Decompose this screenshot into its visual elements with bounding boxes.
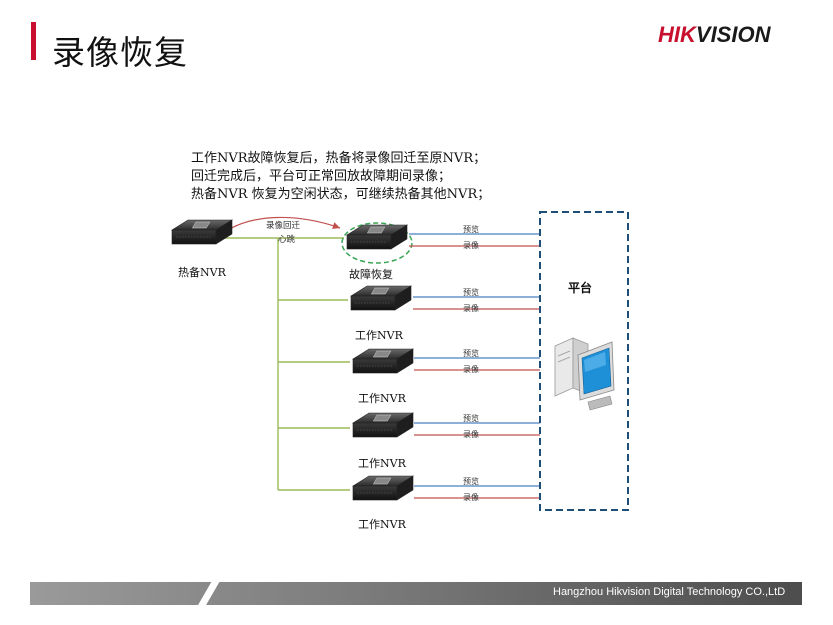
description-notes: 工作NVR故障恢复后，热备将录像回迁至原NVR； 回迁完成后，平台可正常回放故障… — [191, 150, 490, 204]
note-line: 热备NVR 恢复为空闲状态，可继续热备其他NVR； — [191, 187, 491, 202]
hot-spare-label: 热备NVR — [178, 265, 227, 279]
work-nvr-device — [352, 475, 414, 501]
record-link-label: 录像 — [463, 303, 479, 313]
logo-red-part: HIK — [658, 22, 696, 47]
nvr-4-links: 预览 录像 — [414, 413, 540, 439]
heartbeat-label: 心跳 — [278, 234, 296, 245]
nvr-label: 故障恢复 — [349, 267, 393, 281]
preview-link-label: 预览 — [463, 287, 479, 297]
nvr-5-links: 预览 录像 — [414, 476, 540, 502]
work-nvr-device — [352, 348, 414, 374]
migrate-arrow — [221, 216, 341, 235]
recovered-nvr-device — [346, 224, 408, 250]
record-link-label: 录像 — [463, 240, 479, 250]
migrate-label: 录像回迁 — [266, 220, 301, 231]
nvr-label: 工作NVR — [358, 518, 407, 531]
slide-title: 录像恢复 — [52, 33, 188, 72]
hot-spare-nvr-device — [171, 219, 233, 245]
title-accent-bar — [31, 22, 36, 60]
logo-rest-part: VISION — [695, 22, 771, 47]
platform-box — [539, 211, 629, 511]
preview-link-label: 预览 — [463, 348, 479, 358]
record-link-label: 录像 — [463, 492, 479, 502]
recovered-highlight-ring — [341, 222, 413, 264]
record-link-label: 录像 — [463, 429, 479, 439]
nvr-label: 工作NVR — [358, 457, 407, 470]
computer-icon — [554, 337, 615, 411]
record-link-label: 录像 — [463, 364, 479, 374]
nvr-2-links: 预览 录像 — [413, 287, 540, 313]
note-line: 回迁完成后，平台可正常回放故障期间录像； — [191, 169, 452, 184]
nvr-1-links: 预览 录像 — [409, 224, 540, 250]
note-line: 工作NVR故障恢复后，热备将录像回迁至原NVR； — [191, 151, 487, 166]
footer-bar — [30, 582, 802, 605]
preview-link-label: 预览 — [463, 413, 479, 423]
preview-link-label: 预览 — [463, 224, 479, 234]
footer-company-name: Hangzhou Hikvision Digital Technology CO… — [553, 586, 786, 598]
nvr-label: 工作NVR — [358, 392, 407, 405]
platform-label: 平台 — [568, 280, 592, 295]
work-nvr-device — [352, 412, 414, 438]
nvr-3-links: 预览 录像 — [414, 348, 540, 374]
hikvision-logo: HIKVISION — [658, 22, 770, 48]
preview-link-label: 预览 — [463, 476, 479, 486]
nvr-label: 工作NVR — [355, 329, 404, 342]
work-nvr-device — [350, 285, 412, 311]
